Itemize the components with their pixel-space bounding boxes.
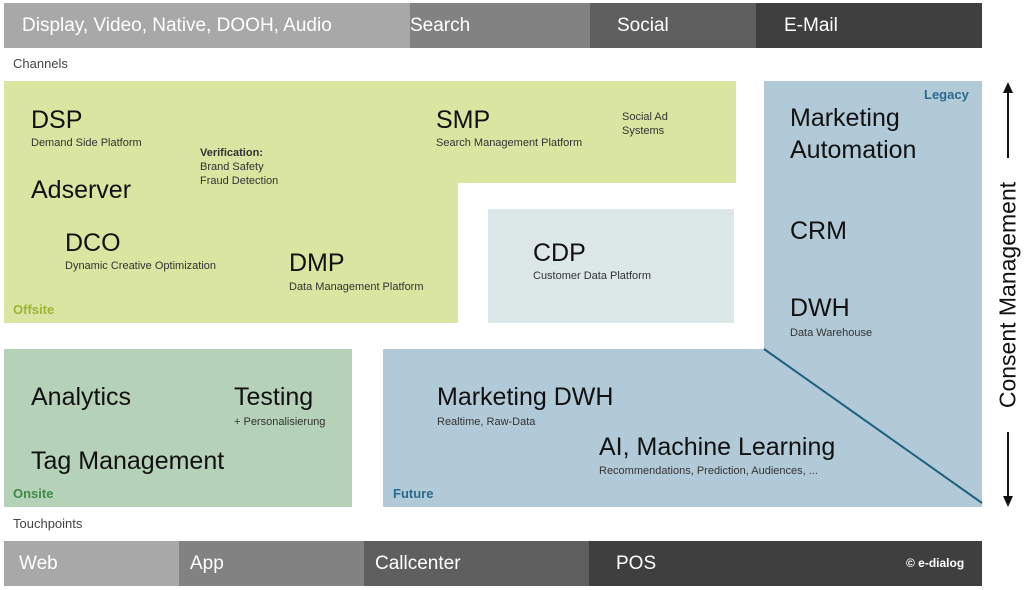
legacy-zone-label: Legacy <box>924 87 969 102</box>
marketing-automation-line2: Automation <box>790 136 917 164</box>
cdp-subtitle: Customer Data Platform <box>533 270 651 282</box>
channel-email-label: E-Mail <box>784 14 838 36</box>
dmp-subtitle: Data Management Platform <box>289 281 424 293</box>
dwh-title: DWH <box>790 294 850 322</box>
consent-arrow-head-down <box>1003 496 1013 507</box>
channel-social: Social <box>590 3 756 48</box>
social-ad-line1: Social Ad <box>622 111 668 123</box>
channel-search-label: Search <box>410 14 471 36</box>
testing-subtitle: + Personalisierung <box>234 416 326 428</box>
touchpoint-web-label: Web <box>19 552 58 574</box>
verification-line-brand-safety: Brand Safety <box>200 161 264 173</box>
channel-email: E-Mail <box>756 3 982 48</box>
marketing-dwh-subtitle: Realtime, Raw-Data <box>437 416 536 428</box>
marketing-automation-line1: Marketing <box>790 104 900 132</box>
verification-title: Verification: <box>200 147 263 159</box>
channel-social-label: Social <box>617 14 669 36</box>
smp-subtitle: Search Management Platform <box>436 137 583 149</box>
dco-subtitle: Dynamic Creative Optimization <box>65 260 216 272</box>
touchpoint-pos: POS <box>589 541 982 586</box>
smp-title: SMP <box>436 106 491 134</box>
consent-management-label: Consent Management <box>994 181 1021 409</box>
onsite-zone-label: Onsite <box>13 486 54 501</box>
channels-label: Channels <box>13 56 68 71</box>
copyright: © e-dialog <box>906 556 965 570</box>
legacy-zone <box>764 81 982 507</box>
future-zone <box>383 349 764 507</box>
touchpoint-web: Web <box>4 541 179 586</box>
channel-display-video: Display, Video, Native, DOOH, Audio <box>4 3 410 48</box>
touchpoint-pos-label: POS <box>616 552 657 574</box>
analytics-title: Analytics <box>31 383 132 411</box>
ai-subtitle: Recommendations, Prediction, Audiences, … <box>599 465 818 477</box>
touchpoint-app-label: App <box>190 552 224 574</box>
touchpoint-app: App <box>179 541 364 586</box>
onsite-zone <box>4 349 352 507</box>
marketing-dwh-title: Marketing DWH <box>437 383 614 411</box>
touchpoints-label: Touchpoints <box>13 516 83 531</box>
touchpoint-callcenter: Callcenter <box>364 541 589 586</box>
dwh-subtitle: Data Warehouse <box>790 327 873 339</box>
dmp-title: DMP <box>289 249 345 277</box>
consent-arrow-head-up <box>1003 82 1013 93</box>
social-ad-line2: Systems <box>622 125 665 137</box>
testing-title: Testing <box>234 383 314 411</box>
cdp-zone <box>488 209 734 323</box>
touchpoint-callcenter-label: Callcenter <box>375 552 461 574</box>
tag-management-title: Tag Management <box>31 447 225 475</box>
ai-title: AI, Machine Learning <box>599 433 836 461</box>
channel-search: Search <box>410 3 590 48</box>
channel-display-video-label: Display, Video, Native, DOOH, Audio <box>22 14 332 36</box>
adserver-title: Adserver <box>31 176 132 204</box>
dsp-title: DSP <box>31 106 83 134</box>
future-zone-label: Future <box>393 486 434 501</box>
cdp-title: CDP <box>533 239 586 267</box>
offsite-zone-label: Offsite <box>13 302 55 317</box>
dco-title: DCO <box>65 229 121 257</box>
legacy-future-divider <box>763 348 983 504</box>
verification-line-fraud: Fraud Detection <box>200 175 279 187</box>
crm-title: CRM <box>790 217 847 245</box>
offsite-zone <box>4 81 736 323</box>
dsp-subtitle: Demand Side Platform <box>31 137 142 149</box>
